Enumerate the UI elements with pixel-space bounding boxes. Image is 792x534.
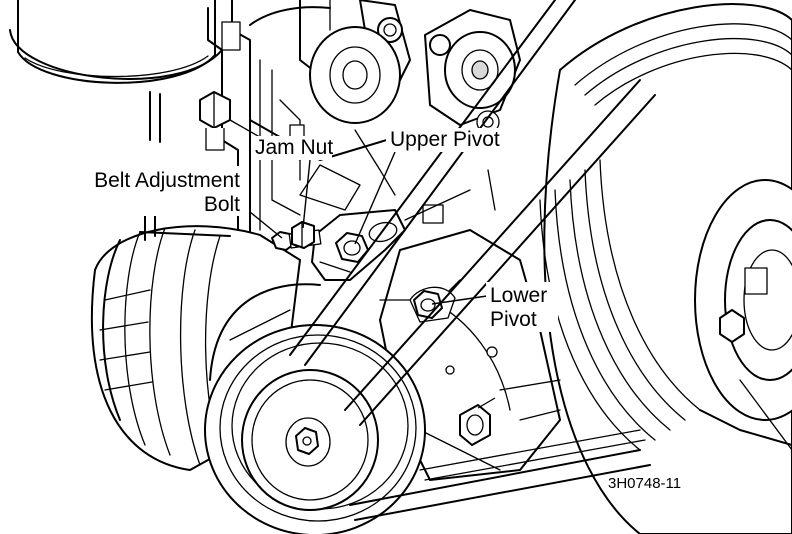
filter-canister [9, 0, 223, 143]
callout-leaders [249, 151, 488, 305]
label-lower-pivot-line2: Pivot [490, 308, 537, 331]
alternator-pulley [204, 283, 426, 534]
large-pulley [539, 3, 792, 534]
lower-pivot-bolt [409, 286, 456, 323]
label-jam-nut: Jam Nut [255, 136, 333, 159]
label-belt-adjustment-bolt-line1: Belt Adjustment [94, 169, 240, 192]
leader-lower-pivot [431, 295, 488, 305]
engine-frame [207, 0, 521, 239]
label-lower-pivot-line1: Lower [490, 284, 547, 307]
label-belt-adjustment-bolt-line2: Bolt [204, 193, 240, 216]
leader-belt-adjustment-bolt [249, 211, 283, 239]
top-left-bolt [199, 91, 231, 151]
drive-belt [289, 0, 792, 521]
figure-id: 3H0748-11 [608, 475, 681, 492]
leader-jam-nut [302, 159, 311, 229]
jam-nut [291, 221, 315, 249]
leader-upper-pivot [354, 151, 396, 245]
label-upper-pivot: Upper Pivot [390, 128, 500, 151]
